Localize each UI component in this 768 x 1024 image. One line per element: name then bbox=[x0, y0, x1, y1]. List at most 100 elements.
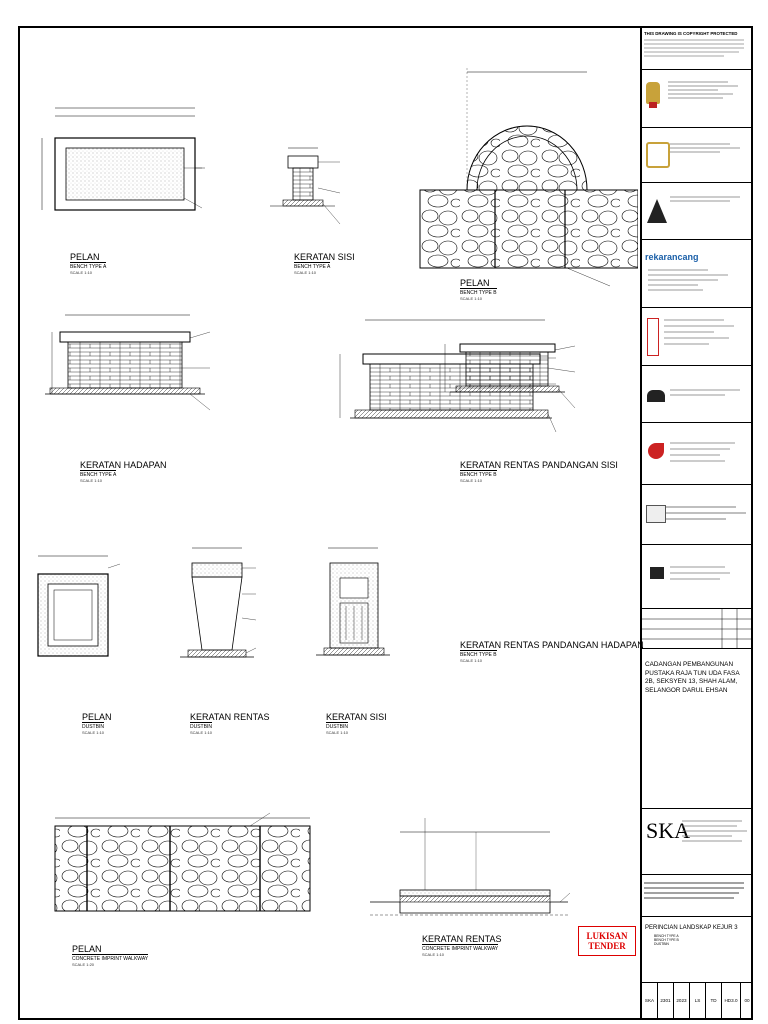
architect-text-lines bbox=[648, 269, 728, 291]
drawing-item: BENCH TYPE A bbox=[654, 934, 679, 938]
revision-table bbox=[642, 609, 753, 649]
qs-section bbox=[642, 545, 753, 609]
drawing-linework bbox=[37, 68, 639, 916]
drawing-subtitle: BENCH TYPE A bbox=[70, 262, 107, 270]
drawing-item: BENCH TYPE B bbox=[654, 938, 679, 943]
engineer-section bbox=[642, 423, 753, 485]
drawing-subtitle: DUSTBIN bbox=[82, 722, 104, 730]
drawing-title-section: PERINCIAN LANDSKAP KEJUR 3 BENCH TYPE A … bbox=[642, 917, 753, 983]
drawing-title: PELAN bbox=[70, 252, 100, 262]
drawing-title: KERATAN SISI bbox=[294, 252, 355, 262]
architect-section: rekarancang bbox=[642, 240, 753, 308]
client-text-lines bbox=[668, 81, 738, 99]
owner-section bbox=[642, 128, 753, 183]
dustbin-side-section bbox=[316, 547, 390, 656]
title-block: THIS DRAWING IS COPYRIGHT PROTECTED bbox=[640, 28, 753, 1018]
drawing-subtitle: CONCRETE IMPRINT WALKWAY bbox=[422, 944, 499, 952]
revision-grid bbox=[642, 609, 753, 649]
engineer-text-lines bbox=[670, 442, 735, 462]
drawing-subtitle: BENCH TYPE A bbox=[80, 470, 117, 478]
dustbin-section bbox=[180, 547, 254, 658]
drawing-scale: SCALE 1:10 bbox=[460, 478, 483, 483]
drawing-area: PELAN BENCH TYPE A SCALE 1:10 KERATAN SI… bbox=[20, 28, 644, 1018]
drawing-subtitle: BENCH TYPE A bbox=[294, 262, 331, 270]
landscape-logo-icon bbox=[647, 390, 665, 402]
drawing-scale: SCALE 1:10 bbox=[460, 658, 483, 663]
note-section bbox=[642, 875, 753, 917]
drawing-scale: SCALE 1:10 bbox=[82, 730, 105, 735]
planner-text-lines bbox=[664, 319, 734, 345]
drawing-sheet: PELAN BENCH TYPE A SCALE 1:10 KERATAN SI… bbox=[18, 26, 753, 1020]
drawing-title: PELAN bbox=[460, 278, 490, 288]
landscape-section bbox=[642, 366, 753, 423]
project-title: CADANGAN PEMBANGUNAN PUSTAKA RAJA TUN UD… bbox=[645, 661, 740, 694]
ska-section: SKA bbox=[642, 809, 753, 875]
copyright-section: THIS DRAWING IS COPYRIGHT PROTECTED bbox=[642, 28, 753, 70]
agency-section bbox=[642, 183, 753, 240]
drawing-title: PELAN bbox=[72, 944, 102, 954]
drawing-scale: SCALE 1:10 bbox=[190, 730, 213, 735]
agency-text-lines bbox=[670, 196, 740, 202]
contractor-logo-icon bbox=[646, 505, 666, 523]
tender-stamp: LUKISAN TENDER bbox=[578, 926, 636, 956]
drawing-subtitle: DUSTBIN bbox=[190, 722, 212, 730]
bench-a-side-section bbox=[270, 147, 335, 207]
rekarancang-brand: rekarancang bbox=[645, 252, 699, 262]
state-crest-icon bbox=[646, 82, 660, 104]
drawing-title-text: PERINCIAN LANDSKAP KEJUR 3 bbox=[645, 925, 738, 931]
code-cell: 00 bbox=[744, 998, 750, 1003]
project-section: CADANGAN PEMBANGUNAN PUSTAKA RAJA TUN UD… bbox=[642, 649, 753, 809]
planner-logo-icon bbox=[647, 318, 659, 356]
drawing-scale: SCALE 1:10 bbox=[460, 296, 483, 301]
ska-text-lines bbox=[682, 820, 747, 842]
drawing-title: KERATAN RENTAS bbox=[422, 934, 502, 944]
drawing-item: DUSTBIN bbox=[654, 942, 669, 947]
code-cell: LS bbox=[690, 983, 706, 1018]
drawing-subtitle: BENCH TYPE B bbox=[460, 650, 497, 658]
owner-text-lines bbox=[670, 143, 740, 153]
code-row: SKA 2301 2023 LS TD HD3.0 00 bbox=[642, 983, 753, 1018]
walkway-plan bbox=[54, 817, 311, 912]
drawing-title: KERATAN RENTAS PANDANGAN HADAPAN bbox=[460, 640, 644, 650]
drawing-title: KERATAN SISI bbox=[326, 712, 387, 722]
bench-b-plan bbox=[419, 68, 639, 287]
engineer-logo-icon bbox=[648, 443, 664, 459]
drawing-title: KERATAN RENTAS PANDANGAN SISI bbox=[460, 460, 618, 470]
code-cell: HD3.0 bbox=[722, 983, 741, 1018]
drawing-scale: SCALE 1:10 bbox=[326, 730, 349, 735]
qs-text-lines bbox=[670, 566, 730, 580]
code-cells: SKA 2301 2023 LS TD HD3.0 00 bbox=[642, 983, 753, 1018]
drawing-subtitle: BENCH TYPE B bbox=[460, 288, 497, 296]
bench-a-plan bbox=[41, 107, 205, 211]
code-cell: TD bbox=[706, 983, 722, 1018]
note-text-lines bbox=[644, 882, 744, 899]
drawing-title: KERATAN RENTAS bbox=[190, 712, 270, 722]
landscape-text-lines bbox=[670, 389, 740, 396]
contractor-text-lines bbox=[666, 506, 746, 520]
drawing-title: PELAN bbox=[82, 712, 112, 722]
drawing-subtitle: CONCRETE IMPRINT WALKWAY bbox=[72, 954, 149, 962]
contractor-section bbox=[642, 485, 753, 545]
code-cell: 2301 bbox=[658, 983, 674, 1018]
stamp-line-2: TENDER bbox=[588, 941, 626, 951]
stamp-line-1: LUKISAN bbox=[586, 931, 628, 941]
drawing-title: KERATAN HADAPAN bbox=[80, 460, 167, 470]
qs-logo-icon bbox=[650, 567, 664, 579]
walkway-section bbox=[370, 831, 568, 916]
crest-ribbon-icon bbox=[649, 102, 657, 108]
drawing-scale: SCALE 1:10 bbox=[70, 270, 93, 275]
code-cell: 2023 bbox=[674, 983, 690, 1018]
drawing-scale: SCALE 1:10 bbox=[294, 270, 317, 275]
owner-logo-icon bbox=[646, 142, 670, 168]
bench-a-front-section bbox=[45, 314, 205, 395]
rekarancang-logo: rekarancang bbox=[645, 252, 699, 262]
annotation-lines bbox=[107, 161, 576, 903]
drawing-subtitle: DUSTBIN bbox=[326, 722, 348, 730]
copyright-text-lines bbox=[644, 39, 744, 57]
drawing-scale: SCALE 1:20 bbox=[72, 962, 95, 967]
bench-b-front-section bbox=[444, 343, 565, 393]
drawing-scale: SCALE 1:10 bbox=[80, 478, 103, 483]
client-section bbox=[642, 70, 753, 128]
drawing-subtitle: BENCH TYPE B bbox=[460, 470, 497, 478]
planner-section bbox=[642, 308, 753, 366]
